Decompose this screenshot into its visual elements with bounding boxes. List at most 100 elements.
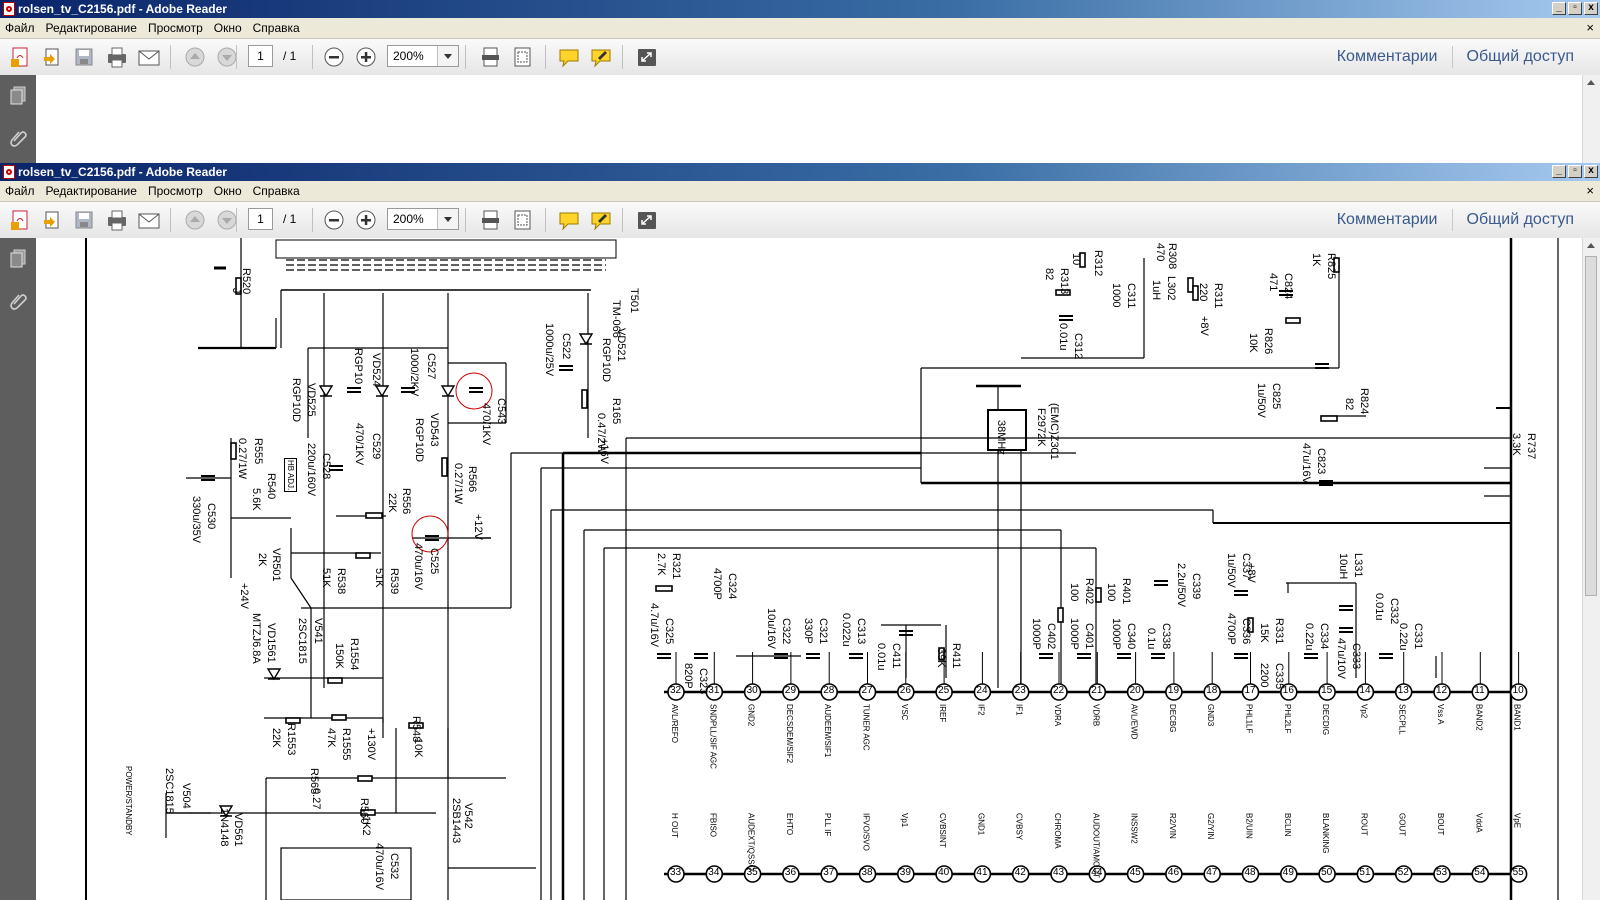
pin-number: 38 xyxy=(861,867,873,878)
pages-panel-icon[interactable] xyxy=(8,248,28,268)
attachments-panel-icon[interactable] xyxy=(8,290,28,310)
email-icon[interactable] xyxy=(136,208,162,232)
component-label: 22K xyxy=(270,728,282,748)
diode-symbol xyxy=(318,385,334,398)
zoom-out-icon[interactable] xyxy=(321,208,347,232)
component-label: C823 xyxy=(1315,448,1327,475)
pin-number: 44 xyxy=(1091,867,1103,878)
menu-window[interactable]: Окно xyxy=(213,21,242,35)
zoom-in-icon[interactable] xyxy=(353,45,379,69)
restore-button[interactable]: ▫ xyxy=(1568,165,1582,178)
pin-name: BCLIN xyxy=(1282,813,1292,837)
highlight-icon[interactable] xyxy=(588,208,614,232)
scroll-thumb[interactable] xyxy=(1585,256,1597,596)
ic-pin xyxy=(935,865,953,883)
previous-page-icon[interactable] xyxy=(182,45,208,69)
diode-symbol xyxy=(578,333,594,346)
minimize-button[interactable]: _ xyxy=(1552,2,1566,15)
page-number-input[interactable]: 1 xyxy=(248,208,273,230)
right-tool-links: Комментарии Общий доступ xyxy=(1323,202,1588,238)
highlight-icon[interactable] xyxy=(588,45,614,69)
menu-help[interactable]: Справка xyxy=(252,21,300,35)
menu-edit[interactable]: Редактирование xyxy=(45,184,137,198)
open-file-icon[interactable] xyxy=(40,45,66,69)
create-pdf-icon[interactable] xyxy=(8,45,34,69)
pin-name: R2/VIN xyxy=(1167,813,1177,839)
attachments-panel-icon[interactable] xyxy=(8,127,28,147)
component-label: 2200 xyxy=(1258,663,1270,688)
title-bar[interactable]: rolsen_tv_C2156.pdf - Adobe Reader _ ▫ x xyxy=(0,163,1600,181)
fit-width-icon[interactable] xyxy=(478,45,504,69)
next-page-icon[interactable] xyxy=(214,208,240,232)
pin-name: CVBSINT xyxy=(938,813,948,848)
menu-view[interactable]: Просмотр xyxy=(147,184,203,198)
zoom-out-icon[interactable] xyxy=(321,45,347,69)
fit-width-icon[interactable] xyxy=(478,208,504,232)
pin-number: 26 xyxy=(899,685,911,696)
ic-pin xyxy=(1394,865,1413,883)
fit-page-icon[interactable] xyxy=(510,45,536,69)
fit-page-icon[interactable] xyxy=(510,208,536,232)
chevron-down-icon[interactable] xyxy=(437,209,458,229)
zoom-select[interactable]: 200% xyxy=(387,45,459,67)
title-bar[interactable]: rolsen_tv_C2156.pdf - Adobe Reader _ ▫ x xyxy=(0,0,1600,18)
save-icon[interactable] xyxy=(72,45,98,69)
email-icon[interactable] xyxy=(136,45,162,69)
component-label: 0.22u xyxy=(1303,623,1315,651)
resistor-symbol xyxy=(285,717,301,724)
pin-name: B2/UIN xyxy=(1244,813,1254,839)
capacitor-symbol xyxy=(1234,590,1248,596)
print-icon[interactable] xyxy=(104,208,130,232)
comments-link[interactable]: Комментарии xyxy=(1336,48,1438,65)
comment-icon[interactable] xyxy=(556,45,582,69)
scroll-up-icon[interactable] xyxy=(1583,75,1599,91)
print-icon[interactable] xyxy=(104,45,130,69)
zoom-select[interactable]: 200% xyxy=(387,208,459,230)
create-pdf-icon[interactable] xyxy=(8,208,34,232)
menu-window[interactable]: Окно xyxy=(213,184,242,198)
component-label: 470u/16V xyxy=(373,843,385,891)
scroll-up-icon[interactable] xyxy=(1583,238,1599,254)
fullscreen-icon[interactable] xyxy=(634,45,660,69)
component-label: 39K xyxy=(935,648,947,668)
zoom-in-icon[interactable] xyxy=(353,208,379,232)
component-label: C338 xyxy=(1160,623,1172,650)
menu-help[interactable]: Справка xyxy=(252,184,300,198)
document-close-icon[interactable]: × xyxy=(1586,20,1594,35)
component-label: R401 xyxy=(1120,578,1132,605)
component-label: C339 xyxy=(1190,573,1202,600)
share-link[interactable]: Общий доступ xyxy=(1466,48,1575,65)
ic-pin xyxy=(973,865,992,883)
restore-button[interactable]: ▫ xyxy=(1568,2,1582,15)
page-number-input[interactable]: 1 xyxy=(248,45,273,67)
menu-file[interactable]: Файл xyxy=(5,21,35,35)
chevron-down-icon[interactable] xyxy=(437,46,458,66)
fullscreen-icon[interactable] xyxy=(634,208,660,232)
ic-pin xyxy=(1280,865,1298,883)
open-file-icon[interactable] xyxy=(40,208,66,232)
document-close-icon[interactable]: × xyxy=(1586,183,1594,198)
vertical-scrollbar-back[interactable] xyxy=(1582,75,1600,163)
component-label: R556 xyxy=(400,488,412,515)
pin-name: VddA xyxy=(1474,813,1484,833)
capacitor-symbol xyxy=(1304,653,1318,659)
comments-link[interactable]: Комментарии xyxy=(1336,211,1438,228)
menu-view[interactable]: Просмотр xyxy=(147,21,203,35)
comment-icon[interactable] xyxy=(556,208,582,232)
pin-number: 43 xyxy=(1053,867,1065,878)
minimize-button[interactable]: _ xyxy=(1552,165,1566,178)
menu-file[interactable]: Файл xyxy=(5,184,35,198)
navigation-panel xyxy=(0,75,36,163)
component-label: C402 xyxy=(1045,623,1057,650)
component-label: 10 xyxy=(1070,253,1082,266)
pages-panel-icon[interactable] xyxy=(8,85,28,105)
share-link[interactable]: Общий доступ xyxy=(1466,211,1575,228)
menu-edit[interactable]: Редактирование xyxy=(45,21,137,35)
ic-pin xyxy=(1165,865,1183,883)
close-button[interactable]: x xyxy=(1584,2,1598,15)
close-button[interactable]: x xyxy=(1584,165,1598,178)
vertical-scrollbar[interactable] xyxy=(1582,238,1600,900)
previous-page-icon[interactable] xyxy=(182,208,208,232)
save-icon[interactable] xyxy=(72,208,98,232)
